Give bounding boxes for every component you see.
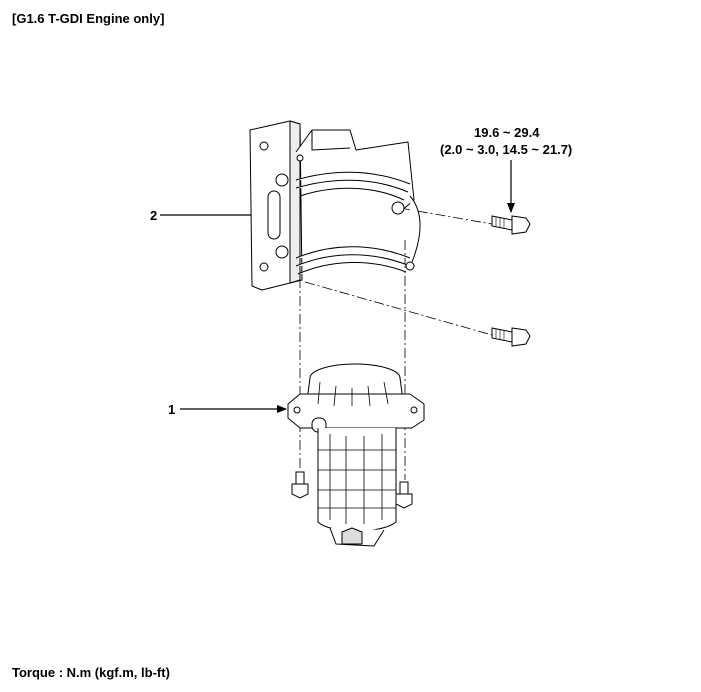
torque-spec-nm: 19.6 ~ 29.4: [474, 125, 540, 140]
bolt-lower: [491, 327, 531, 347]
bolt-upper: [491, 215, 531, 235]
torque-units-note: Torque : N.m (kgf.m, lb-ft): [12, 665, 170, 680]
mounting-bracket: [249, 120, 421, 291]
diagram-title: [G1.6 T-GDI Engine only]: [12, 11, 165, 26]
callout-2-label: 2: [150, 208, 158, 223]
vacuum-pump: [287, 363, 425, 547]
callout-1-label: 1: [168, 402, 176, 417]
bolt-pump-right: [395, 481, 413, 509]
bolt-pump-left: [291, 471, 309, 499]
torque-spec-alt-units: (2.0 ~ 3.0, 14.5 ~ 21.7): [440, 142, 573, 157]
alignment-lines: [299, 207, 493, 480]
